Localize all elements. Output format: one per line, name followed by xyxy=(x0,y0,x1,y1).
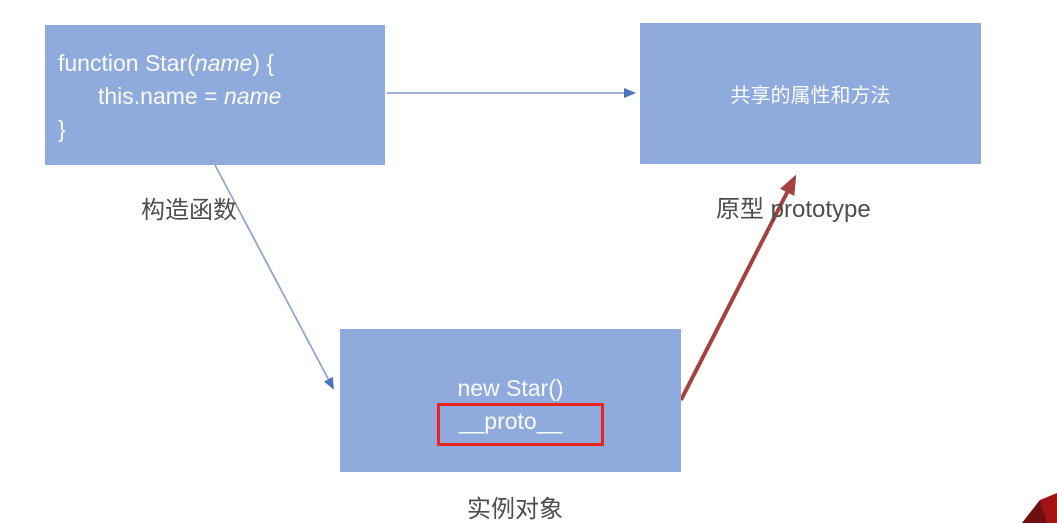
code-line-2-param: name xyxy=(223,83,282,109)
code-line-1-param: name xyxy=(194,50,253,76)
code-line-2-pre: this.name = xyxy=(98,83,224,109)
proto-highlight-rect xyxy=(437,403,604,446)
constructor-function-box: function Star(name) { this.name = name } xyxy=(45,25,385,165)
code-line-1-post: ) { xyxy=(252,50,275,76)
instance-label: 实例对象 xyxy=(467,496,563,523)
logo-corner-bright-facet xyxy=(1022,493,1057,523)
code-line-1: function Star(name) { xyxy=(58,47,385,80)
prototype-label: 原型 prototype xyxy=(716,196,871,223)
instance-line-proto: __proto__ xyxy=(458,408,563,434)
code-line-1-pre: function Star( xyxy=(58,50,195,76)
instance-box: new Star() __proto__ xyxy=(340,329,681,472)
code-line-2: this.name = name xyxy=(58,80,385,113)
prototype-box: 共享的属性和方法 xyxy=(640,23,981,164)
logo-corner xyxy=(1022,493,1057,523)
instance-line-new-star: new Star() xyxy=(457,375,564,401)
constructor-label: 构造函数 xyxy=(141,197,237,224)
logo-corner-dark-facet xyxy=(1022,500,1047,523)
prototype-box-text: 共享的属性和方法 xyxy=(730,85,891,107)
code-line-3: } xyxy=(58,116,66,142)
